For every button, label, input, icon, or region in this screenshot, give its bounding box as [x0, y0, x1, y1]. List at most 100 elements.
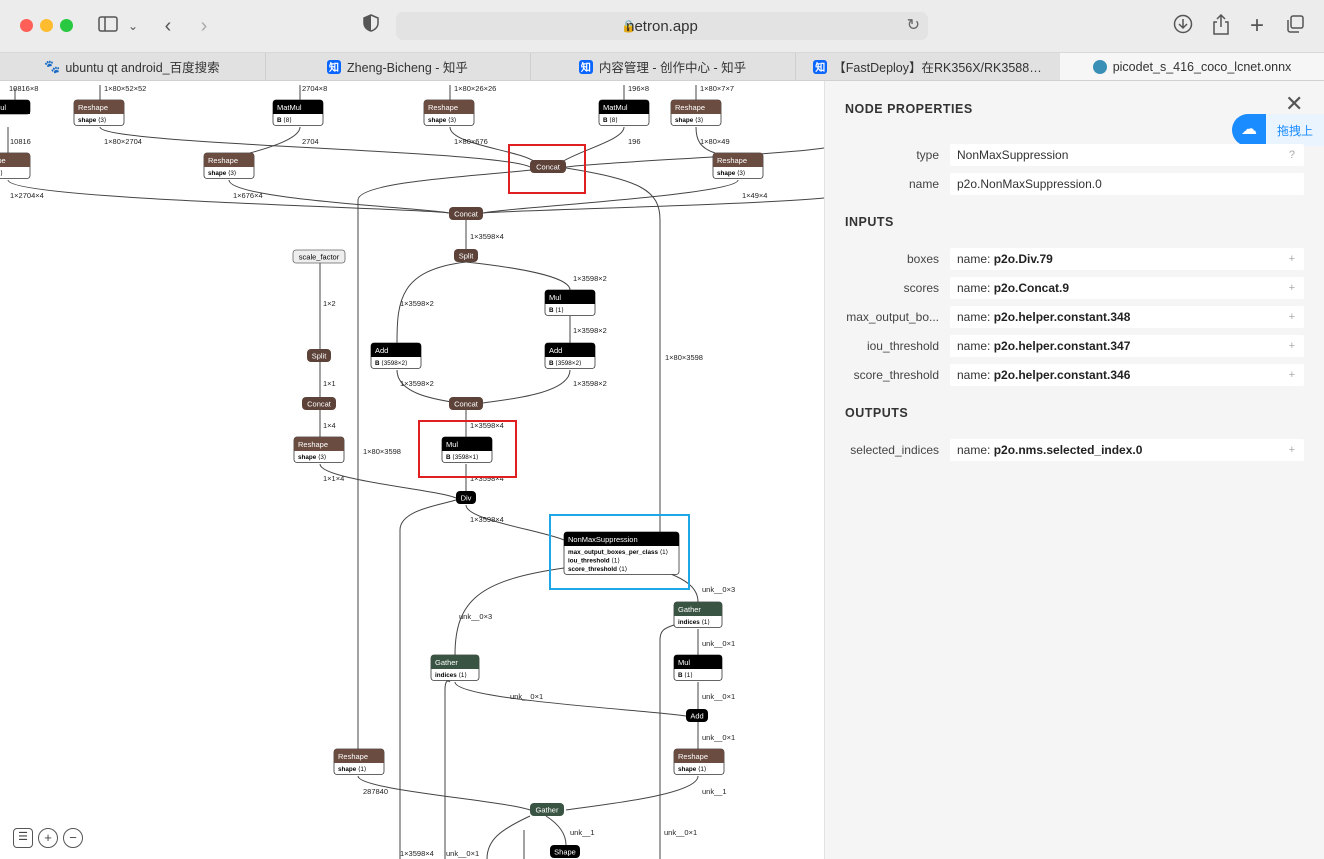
close-window-button[interactable] [20, 19, 33, 32]
graph-node-concat3[interactable]: Concat [302, 397, 336, 410]
graph-node-split1[interactable]: Split [454, 249, 478, 262]
node-title: MatMul [277, 103, 302, 112]
tab-overview-icon[interactable] [1284, 14, 1306, 40]
zoom-in-icon[interactable]: + [38, 828, 58, 848]
graph-edge [486, 815, 531, 859]
zoom-window-button[interactable] [60, 19, 73, 32]
value-name: p2o.helper.constant.348 [993, 310, 1131, 324]
input-value[interactable]: name: p2o.helper.constant.348+ [950, 306, 1304, 328]
node-title: Reshape [78, 103, 108, 112]
share-icon[interactable] [1210, 13, 1232, 42]
sidebar-toggle-icon[interactable] [96, 14, 120, 38]
node-attribute: shape ⟨3⟩ [428, 117, 456, 124]
edge-shape-label: 1×4 [323, 421, 336, 430]
tab-baidu[interactable]: 🐾 ubuntu qt android_百度搜索 [0, 53, 266, 80]
expand-icon[interactable]: + [1288, 340, 1295, 352]
list-icon[interactable]: ☰ [13, 828, 33, 848]
graph-node-div[interactable]: Div [456, 491, 476, 504]
graph-node-nms[interactable]: NonMaxSuppressionmax_output_boxes_per_cl… [563, 531, 680, 575]
tab-zhihu-content[interactable]: 知 内容管理 - 创作中心 - 知乎 [530, 53, 796, 80]
cloud-drag-widget[interactable]: ☁ 拖拽上 [1232, 114, 1324, 146]
node-title: Split [459, 252, 475, 261]
graph-node-concat4[interactable]: Concat [449, 397, 483, 410]
expand-icon[interactable]: + [1288, 282, 1295, 294]
zoom-out-icon[interactable]: − [63, 828, 83, 848]
privacy-shield-icon[interactable] [362, 14, 380, 38]
graph-node-split2[interactable]: Split [307, 349, 331, 362]
expand-icon[interactable]: + [1288, 369, 1295, 381]
edge-shape-label: 1×80×676 [454, 137, 488, 146]
lock-icon: 🔒 [621, 19, 636, 33]
node-title: Concat [454, 210, 479, 219]
node-title: Shape [554, 848, 576, 857]
output-value[interactable]: name: p2o.nms.selected_index.0+ [950, 439, 1304, 461]
chevron-down-icon[interactable]: ⌄ [127, 19, 139, 33]
cloud-label: 拖拽上 [1277, 124, 1314, 138]
graph-edge [454, 681, 687, 717]
name-value[interactable]: p2o.NonMaxSuppression.0 [950, 173, 1304, 195]
address-bar[interactable]: 🔒 netron.app ↻ [396, 12, 928, 40]
outputs-title: OUTPUTS [845, 406, 909, 420]
graph-node-concat1[interactable]: Concat [530, 160, 566, 173]
input-value[interactable]: name: p2o.helper.constant.346+ [950, 364, 1304, 386]
type-value[interactable]: NonMaxSuppression ? [950, 144, 1304, 166]
graph-node-scale[interactable]: scale_factor [292, 249, 346, 264]
graph-node-gather3[interactable]: Gather [530, 803, 564, 816]
graph-edge [454, 567, 565, 656]
tab-zhihu-fastdeploy[interactable]: 知 【FastDeploy】在RK356X/RK3588… [795, 53, 1061, 80]
value-name: p2o.helper.constant.346 [993, 368, 1131, 382]
input-value[interactable]: name: p2o.Div.79 + [950, 248, 1304, 270]
expand-icon[interactable]: + [1288, 311, 1295, 323]
graph-node-shape[interactable]: Shape [550, 845, 580, 858]
graph-node-mm_left[interactable]: Mul [0, 99, 31, 115]
input-value[interactable]: name: p2o.helper.constant.347+ [950, 335, 1304, 357]
download-icon[interactable] [1172, 14, 1194, 40]
input-value[interactable]: name: p2o.Concat.9+ [950, 277, 1304, 299]
new-tab-plus-icon[interactable]: + [1249, 12, 1264, 39]
tab-netron[interactable]: picodet_s_416_coco_lcnet.onnx [1060, 53, 1324, 80]
reload-icon[interactable]: ↻ [906, 17, 920, 34]
edge-shape-label: 1×3598×2 [573, 274, 607, 283]
value-prefix: name: [957, 252, 994, 266]
value-name: p2o.Concat.9 [993, 281, 1070, 295]
help-icon[interactable]: ? [1288, 149, 1295, 161]
node-title: Add [690, 712, 703, 721]
graph-node-rs_left2[interactable]: hapee ⟨3⟩ [0, 152, 31, 179]
graph-node-add3[interactable]: Add [686, 709, 708, 722]
graph-node-concat2[interactable]: Concat [449, 207, 483, 220]
expand-icon[interactable]: + [1288, 444, 1295, 456]
minimize-window-button[interactable] [40, 19, 53, 32]
close-icon[interactable]: ✕ [1285, 91, 1304, 116]
tab-label: 内容管理 - 创作中心 - 知乎 [598, 61, 747, 75]
edge-shape-label: 1×3598×4 [470, 515, 504, 524]
graph-edge [482, 179, 739, 214]
forward-arrow-icon[interactable]: › [200, 15, 208, 37]
highlight-nms-box [549, 514, 690, 590]
back-arrow-icon[interactable]: ‹ [164, 15, 172, 37]
node-attribute: B ⟨1⟩ [678, 672, 693, 679]
graph-edge [399, 499, 457, 859]
value-name: p2o.Div.79 [993, 252, 1053, 266]
edge-shape-label: 1×2704×4 [10, 191, 44, 200]
expand-icon[interactable]: + [1288, 253, 1295, 265]
tab-zhihu-profile[interactable]: 知 Zheng-Bicheng - 知乎 [265, 53, 531, 80]
